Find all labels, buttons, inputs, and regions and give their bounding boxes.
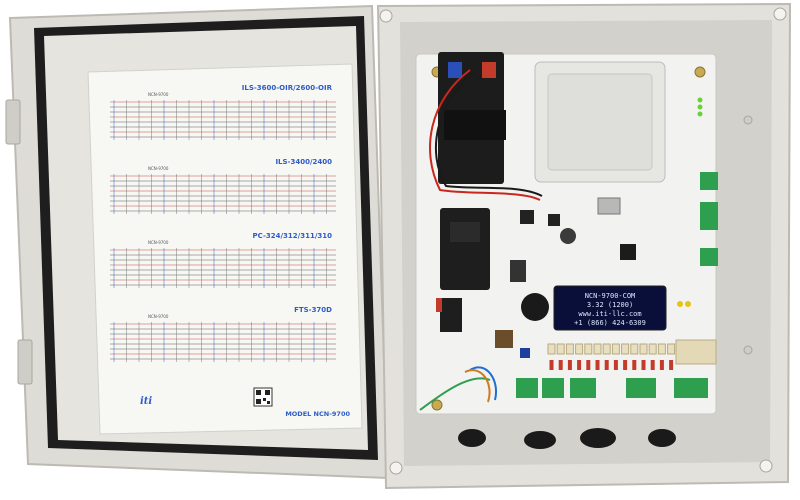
display-line-phone: +1 (866) 424-6309 bbox=[574, 319, 646, 327]
relay bbox=[584, 343, 593, 355]
relay bbox=[657, 343, 666, 355]
relay bbox=[611, 343, 620, 355]
resistor bbox=[669, 360, 674, 370]
lid-hinge-top bbox=[5, 99, 21, 145]
corner-screw bbox=[379, 9, 393, 23]
relay bbox=[602, 343, 611, 355]
relay bbox=[565, 343, 574, 355]
battery-wire-red bbox=[429, 69, 541, 201]
schematic-drawing bbox=[110, 322, 336, 362]
corner-screw bbox=[759, 459, 773, 473]
battery-wire-black bbox=[434, 71, 543, 197]
display-line-version: 3.32 (1200) bbox=[587, 301, 633, 309]
resistor bbox=[650, 360, 655, 370]
diagram-section-title: PC-324/312/311/310 bbox=[253, 232, 333, 240]
relay bbox=[575, 343, 584, 355]
buzzer bbox=[521, 293, 549, 321]
schematic-drawing bbox=[110, 100, 336, 140]
resistor bbox=[595, 360, 600, 370]
resistor bbox=[613, 360, 618, 370]
diagram-section-title: ILS-3400/2400 bbox=[275, 158, 332, 166]
right-terminal-blocks bbox=[675, 172, 718, 365]
corner-screw bbox=[773, 7, 787, 21]
resistor bbox=[659, 360, 664, 370]
ground-wire bbox=[419, 377, 491, 411]
relay bbox=[547, 343, 556, 355]
relay bbox=[667, 343, 676, 355]
signal-wire-orange bbox=[464, 369, 491, 403]
diagram-section-sublabel: NCN-9700 bbox=[148, 240, 169, 245]
schematic-drawing bbox=[110, 248, 336, 288]
pcb-screw bbox=[431, 399, 443, 411]
relay bbox=[639, 343, 648, 355]
resistor bbox=[641, 360, 646, 370]
lid-hinge-bottom bbox=[17, 339, 33, 385]
resistor bbox=[604, 360, 609, 370]
diagram-section-sublabel: NCN-9700 bbox=[148, 314, 169, 319]
relay bbox=[593, 343, 602, 355]
diagram-section-sublabel: NCN-9700 bbox=[148, 166, 169, 171]
pcb-screw bbox=[694, 66, 706, 78]
resistor bbox=[632, 360, 637, 370]
resistor bbox=[567, 360, 572, 370]
diagram-section-title: ILS-3600-OIR/2600-OIR bbox=[242, 84, 333, 92]
resistor bbox=[558, 360, 563, 370]
ethernet-port bbox=[597, 197, 621, 215]
schematic-drawing bbox=[110, 174, 336, 214]
display-line-model: NCN-9700-COM bbox=[585, 292, 636, 300]
signal-wire-blue bbox=[469, 366, 498, 401]
display-line-website: www.iti-llc.com bbox=[578, 310, 641, 318]
relay bbox=[648, 343, 657, 355]
mounting-hole bbox=[743, 115, 753, 125]
power-supply-module bbox=[440, 208, 490, 290]
pcb-components bbox=[436, 197, 636, 358]
backup-battery bbox=[438, 52, 506, 184]
cable-glands bbox=[458, 428, 676, 449]
resistor bbox=[549, 360, 554, 370]
oled-display: NCN-9700-COM 3.32 (1200) www.iti-llc.com… bbox=[553, 285, 667, 331]
bottom-terminal-blocks bbox=[516, 378, 708, 398]
model-label: MODEL NCN-9700 bbox=[285, 410, 350, 418]
relay bbox=[630, 343, 639, 355]
brand-logo: iti bbox=[140, 396, 152, 407]
status-leds bbox=[677, 97, 703, 307]
resistor bbox=[623, 360, 628, 370]
resistor bbox=[586, 360, 591, 370]
relay bbox=[556, 343, 565, 355]
relay-row bbox=[547, 343, 676, 370]
corner-screw bbox=[389, 461, 403, 475]
diagram-section-title: FTS-370D bbox=[294, 306, 332, 314]
mounting-hole bbox=[743, 345, 753, 355]
qr-code bbox=[253, 387, 273, 407]
relay bbox=[621, 343, 630, 355]
diagram-section-sublabel: NCN-9700 bbox=[148, 92, 169, 97]
wiring-diagram-sheet: ILS-3600-OIR/2600-OIRNCN-9700ILS-3400/24… bbox=[87, 63, 363, 435]
resistor bbox=[577, 360, 582, 370]
